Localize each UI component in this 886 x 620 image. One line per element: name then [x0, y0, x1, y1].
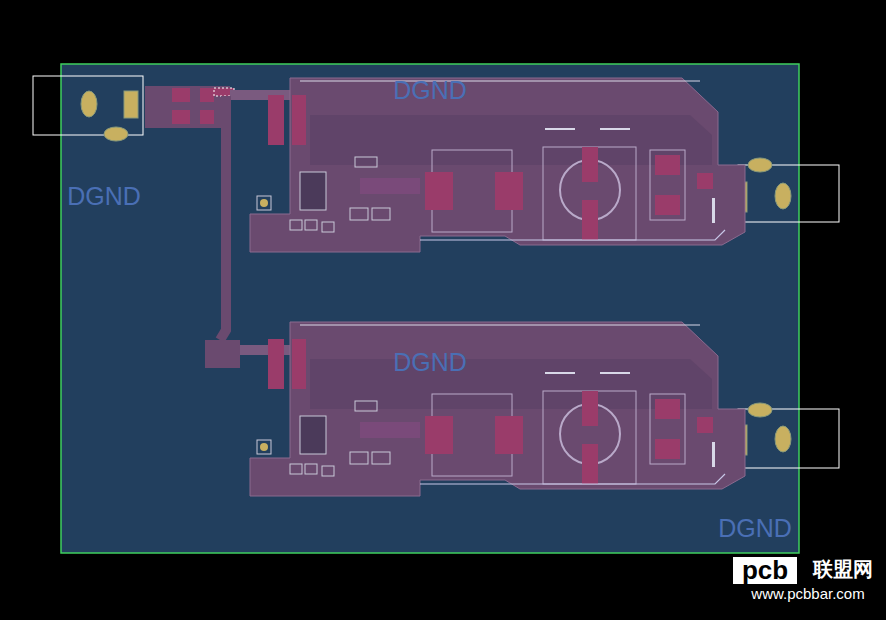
net-label: DGND: [393, 78, 467, 103]
watermark-text: 联盟网: [813, 559, 873, 579]
net-label: DGND: [393, 350, 467, 375]
watermark-url: www.pcbbar.com: [751, 586, 864, 601]
watermark-logo: pcb: [742, 557, 788, 583]
net-label: DGND: [718, 516, 792, 541]
net-label: DGND: [67, 184, 141, 209]
